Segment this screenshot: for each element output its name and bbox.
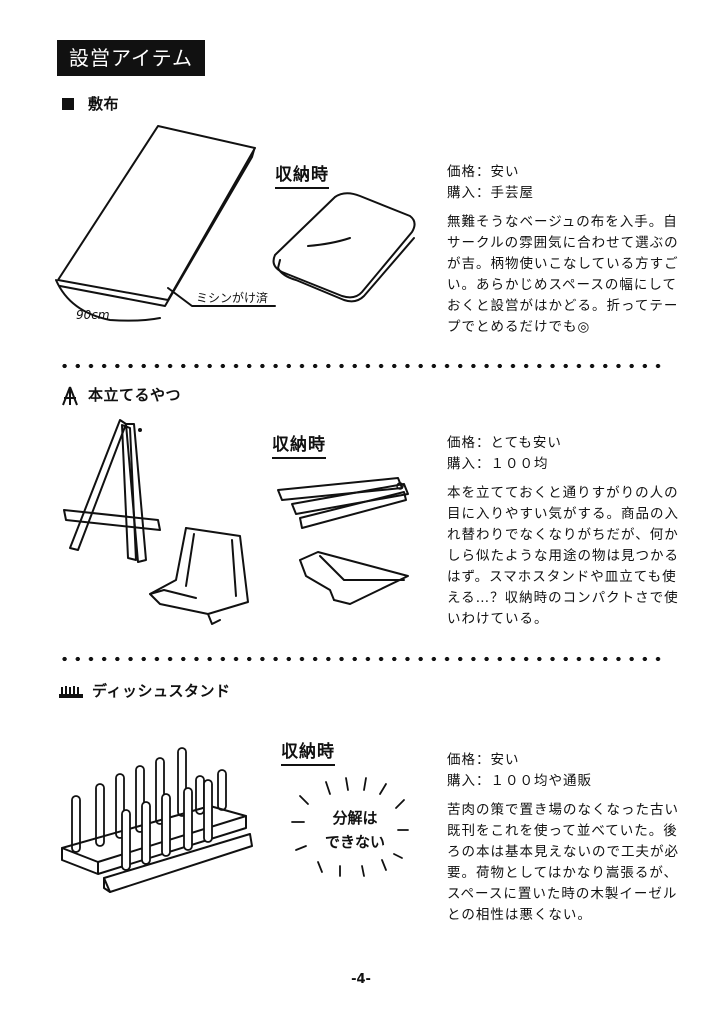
- purchase-text: 購入：１００均や通販: [447, 773, 592, 789]
- bubble-line-2: できない: [324, 833, 385, 851]
- section-heading-bookstand: 本立てるやつ: [60, 384, 181, 406]
- item-info-bookstand: 価格：とても安い 購入：１００均 本を立てておくと通りすがりの人の目に入りやすい…: [447, 433, 687, 630]
- description-text: 無難そうなベージュの布を入手。自サークルの雰囲気に合わせて選ぶのが吉。柄物使いこ…: [447, 214, 679, 335]
- price-text: 価格：とても安い: [447, 435, 562, 451]
- hem-annotation: ミシンがけ済: [196, 291, 269, 305]
- width-annotation: 90cm: [76, 308, 110, 322]
- dish-rack-icon: [59, 685, 83, 698]
- storage-label: 収納時: [275, 160, 329, 189]
- page-title: 設営アイテム: [57, 40, 205, 76]
- section-heading-dishstand: ディッシュスタンド: [58, 680, 230, 701]
- section-title: 敷布: [88, 95, 120, 113]
- bubble-line-1: 分解は: [332, 809, 378, 827]
- speech-bubble: 分解は できない: [312, 806, 398, 854]
- price-text: 価格：安い: [447, 752, 520, 768]
- section-title: ディッシュスタンド: [92, 682, 231, 700]
- item-info-dishstand: 価格：安い 購入：１００均や通販 苦肉の策で置き場のなくなった古い既刊をこれを使…: [447, 750, 687, 926]
- square-bullet-icon: [62, 98, 74, 110]
- dotted-divider: [58, 363, 668, 369]
- purchase-text: 購入：１００均: [447, 456, 549, 472]
- page-number: -4-: [351, 972, 371, 987]
- easel-icon: [62, 386, 78, 405]
- item-info-cloth: 価格：安い 購入：手芸屋 無難そうなベージュの布を入手。自サークルの雰囲気に合わ…: [447, 162, 687, 338]
- price-text: 価格：安い: [447, 164, 520, 180]
- purchase-text: 購入：手芸屋: [447, 185, 534, 201]
- dotted-divider: [58, 656, 668, 662]
- description-text: 本を立てておくと通りすがりの人の目に入りやすい気がする。商品の入れ替わりでなくな…: [447, 485, 679, 627]
- section-title: 本立てるやつ: [88, 386, 182, 404]
- description-text: 苦肉の策で置き場のなくなった古い既刊をこれを使って並べていた。後ろの本は基本見え…: [447, 802, 679, 923]
- section-heading-cloth: 敷布: [62, 93, 119, 114]
- storage-label: 収納時: [281, 737, 335, 766]
- storage-label: 収納時: [272, 430, 326, 459]
